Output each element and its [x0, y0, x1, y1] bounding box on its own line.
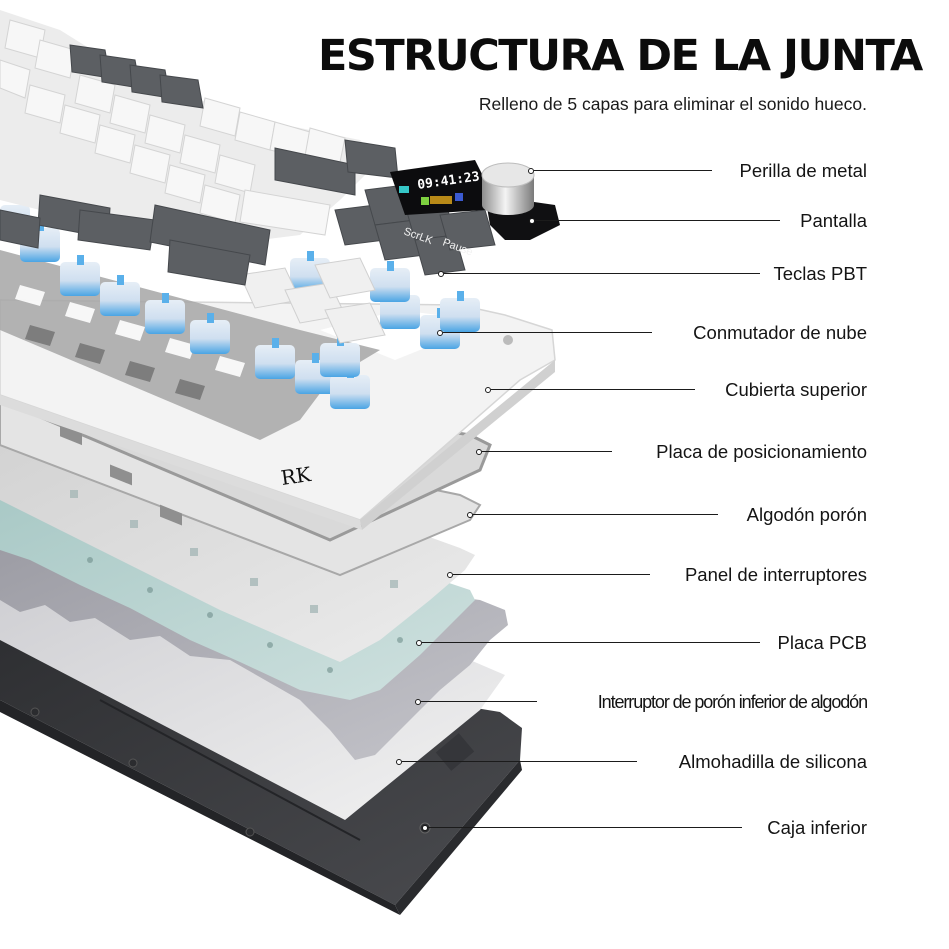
leader-line-conmutador-de-nube — [443, 332, 652, 334]
callout-dot-almohadilla-de-silicona — [396, 759, 402, 765]
callout-dot-panel-de-interruptores — [447, 572, 453, 578]
leader-line-perilla-de-metal — [534, 170, 712, 172]
leader-line-teclas-pbt — [444, 273, 760, 275]
callout-dot-perilla-de-metal — [528, 168, 534, 174]
callout-dot-teclas-pbt — [438, 271, 444, 277]
callout-label-almohadilla-de-silicona: Almohadilla de silicona — [678, 751, 867, 772]
callout-label-algodon-poron: Algodón porón — [746, 504, 867, 525]
callout-label-cubierta-superior: Cubierta superior — [725, 379, 867, 400]
leader-line-caja-inferior — [428, 827, 742, 829]
brand-logo: RK — [279, 462, 313, 490]
silicone-pad — [0, 585, 505, 820]
display-module: 09:41:23 — [390, 160, 560, 240]
leader-line-pantalla — [535, 220, 780, 222]
leader-line-algodon-poron — [473, 514, 718, 516]
callout-label-panel-de-interruptores: Panel de interruptores — [684, 564, 867, 585]
callout-label-placa-de-posicionamiento: Placa de posicionamiento — [656, 441, 867, 462]
leader-line-almohadilla-de-silicona — [402, 761, 637, 763]
callout-label-placa-pcb: Placa PCB — [777, 632, 867, 653]
callout-dot-pantalla — [529, 218, 535, 224]
leader-line-interruptor-de-poron-inferior-de-algodon — [421, 701, 537, 703]
leader-line-panel-de-interruptores — [453, 574, 650, 576]
callout-dot-conmutador-de-nube — [437, 330, 443, 336]
callout-label-perilla-de-metal: Perilla de metal — [739, 160, 867, 181]
callout-dot-placa-pcb — [416, 640, 422, 646]
callout-dot-interruptor-de-poron-inferior-de-algodon — [415, 699, 421, 705]
callout-label-pantalla: Pantalla — [800, 210, 867, 231]
callout-dot-algodon-poron — [467, 512, 473, 518]
page-title: ESTRUCTURA DE LA JUNTA — [318, 31, 923, 81]
leader-line-placa-de-posicionamiento — [482, 451, 612, 453]
metal-knob — [481, 162, 535, 215]
callout-label-teclas-pbt: Teclas PBT — [773, 263, 867, 284]
callout-dot-placa-de-posicionamiento — [476, 449, 482, 455]
arrow-keycaps — [239, 257, 386, 344]
leader-line-placa-pcb — [422, 642, 760, 644]
callout-label-caja-inferior: Caja inferior — [767, 817, 867, 838]
leader-line-cubierta-superior — [491, 389, 695, 391]
callout-label-interruptor-de-poron-inferior-de-algodon: Interruptor de porón inferior de algodón — [597, 692, 868, 712]
page-subtitle: Relleno de 5 capas para eliminar el soni… — [478, 94, 867, 114]
pbt-keycaps: ScrLK Pause — [0, 10, 496, 286]
callout-dot-caja-inferior — [422, 825, 428, 831]
callout-dot-cubierta-superior — [485, 387, 491, 393]
callout-label-conmutador-de-nube: Conmutador de nube — [693, 322, 867, 343]
